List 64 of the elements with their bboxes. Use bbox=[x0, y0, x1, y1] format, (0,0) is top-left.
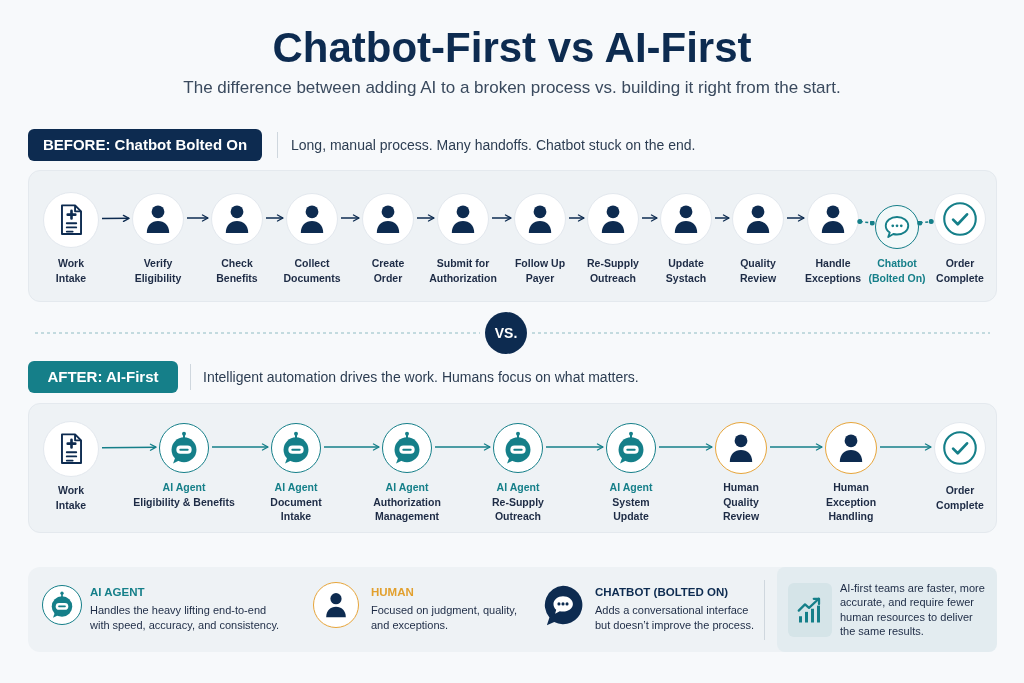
step-label: System Update bbox=[611, 494, 651, 524]
step-label: Update Systach bbox=[664, 256, 708, 285]
legend-description: Handles the heavy lifting end-to-end with speed, accuracy, and consistency. bbox=[90, 603, 281, 633]
arrow bbox=[714, 214, 730, 222]
arrow bbox=[186, 214, 209, 222]
section-tag: AFTER: AI-First bbox=[28, 361, 178, 393]
callout-text: AI-first teams are faster, more accurate, and require fewer human resources to deliver the same results. bbox=[840, 580, 986, 639]
dashed-connector bbox=[917, 219, 934, 226]
vs-badge: VS. bbox=[485, 312, 527, 354]
dashed-connector bbox=[857, 219, 875, 226]
callout-card bbox=[777, 567, 997, 652]
arrow bbox=[879, 443, 932, 451]
arrow bbox=[491, 214, 512, 222]
legend-description: Adds a conversational interface but doesn’t improve the process. bbox=[595, 603, 755, 633]
subtitle: The difference between adding AI to a broken process vs. building it right from the start. bbox=[183, 77, 841, 99]
arrow bbox=[641, 214, 658, 222]
arrow bbox=[211, 443, 269, 451]
step-label: Verify Eligibility bbox=[133, 256, 183, 285]
step-label: Work Intake bbox=[54, 483, 88, 512]
step-label: Collect Documents bbox=[282, 256, 342, 285]
arrow bbox=[545, 443, 604, 451]
step-label: Work Intake bbox=[54, 256, 88, 285]
step-label: Chatbot (Bolted On) bbox=[867, 256, 927, 285]
section-tag: BEFORE: Chatbot Bolted On bbox=[28, 129, 262, 161]
step-label: Re-Supply Outreach bbox=[586, 256, 640, 285]
agent-label: AI Agent bbox=[609, 480, 653, 495]
section-description: Intelligent automation drives the work. Humans focus on what matters. bbox=[203, 368, 639, 386]
legend-heading: AI AGENT bbox=[90, 585, 145, 599]
agent-label: AI Agent bbox=[385, 480, 429, 495]
arrow bbox=[265, 214, 284, 222]
step-label: Follow Up Payer bbox=[513, 256, 567, 285]
step-label: Document Intake bbox=[269, 494, 323, 524]
arrow bbox=[769, 443, 823, 451]
step-label: Quality Review bbox=[738, 256, 778, 285]
step-label: Check Benefits bbox=[215, 256, 259, 285]
arrow bbox=[568, 214, 585, 222]
step-label: Order Complete bbox=[935, 483, 985, 512]
step-label: Order Complete bbox=[935, 256, 985, 285]
section-description: Long, manual process. Many handoffs. Chatbot stuck on the end. bbox=[291, 136, 696, 154]
arrow bbox=[101, 443, 157, 451]
title: Chatbot-First vs AI-First bbox=[272, 24, 752, 72]
agent-label: AI Agent bbox=[274, 480, 318, 495]
process-panel bbox=[28, 403, 997, 533]
step-label: Human Quality Review bbox=[721, 480, 761, 524]
arrow bbox=[416, 214, 435, 222]
step-label: Eligibility & Benefits bbox=[133, 494, 235, 509]
step-label: Re-Supply Outreach bbox=[491, 494, 545, 524]
step-label: Create Order bbox=[370, 256, 406, 285]
arrow bbox=[101, 214, 130, 223]
step-label: Submit for Authorization bbox=[428, 256, 498, 285]
arrow bbox=[340, 214, 360, 222]
legend-heading: CHATBOT (BOLTED ON) bbox=[595, 585, 729, 599]
step-label: Authorization Management bbox=[372, 494, 442, 524]
agent-label: AI Agent bbox=[496, 480, 540, 495]
step-label: Human Exception Handling bbox=[824, 480, 878, 524]
agent-label: AI Agent bbox=[162, 480, 206, 495]
arrow bbox=[658, 443, 713, 451]
process-panel bbox=[28, 170, 997, 302]
legend-heading: HUMAN bbox=[371, 585, 414, 599]
arrow bbox=[323, 443, 380, 451]
arrow bbox=[434, 443, 491, 451]
legend-description: Focused on judgment, quality, and exceptions. bbox=[371, 603, 518, 633]
arrow bbox=[786, 214, 805, 222]
step-label: Handle Exceptions bbox=[804, 256, 862, 285]
